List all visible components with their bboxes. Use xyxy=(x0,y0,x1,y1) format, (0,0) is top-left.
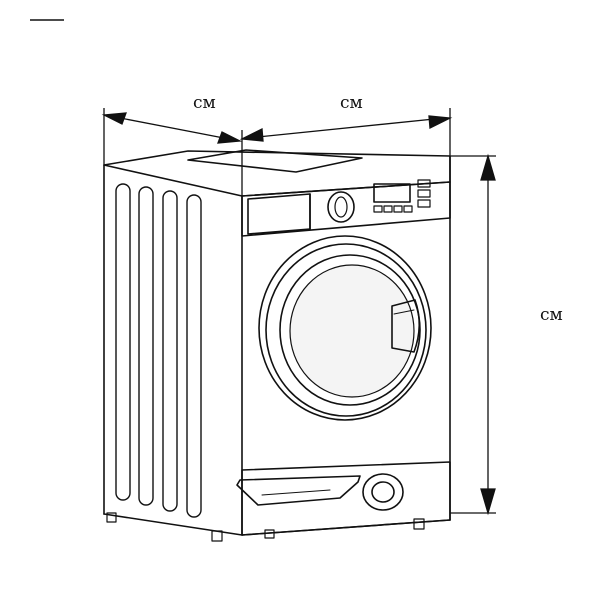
door-mid-ring xyxy=(265,243,427,417)
door xyxy=(258,235,432,421)
height-label: см xyxy=(540,305,563,325)
top-panel xyxy=(187,149,363,173)
kick-plate xyxy=(241,461,451,536)
washing-machine-icon xyxy=(103,149,451,542)
width-dimension xyxy=(239,115,453,142)
door-glass xyxy=(289,264,415,398)
door-handle xyxy=(391,299,421,353)
door-outer-ring xyxy=(258,235,432,421)
program-knob xyxy=(327,191,355,223)
depth-label: см xyxy=(193,93,216,113)
dimension-lines xyxy=(101,108,496,516)
filter-hatch xyxy=(236,475,361,506)
width-label: см xyxy=(340,93,363,113)
machine-top xyxy=(103,150,451,197)
display-panel xyxy=(373,183,411,203)
feet xyxy=(106,512,425,542)
display-buttons xyxy=(373,205,413,213)
depth-dimension xyxy=(101,112,243,144)
side-ribs xyxy=(115,183,202,518)
door-inner-ring xyxy=(279,254,421,406)
drain-pump-cap xyxy=(362,473,404,511)
height-dimension xyxy=(480,153,496,516)
detergent-drawer xyxy=(247,193,311,235)
control-panel xyxy=(241,181,451,237)
side-buttons xyxy=(417,179,431,208)
